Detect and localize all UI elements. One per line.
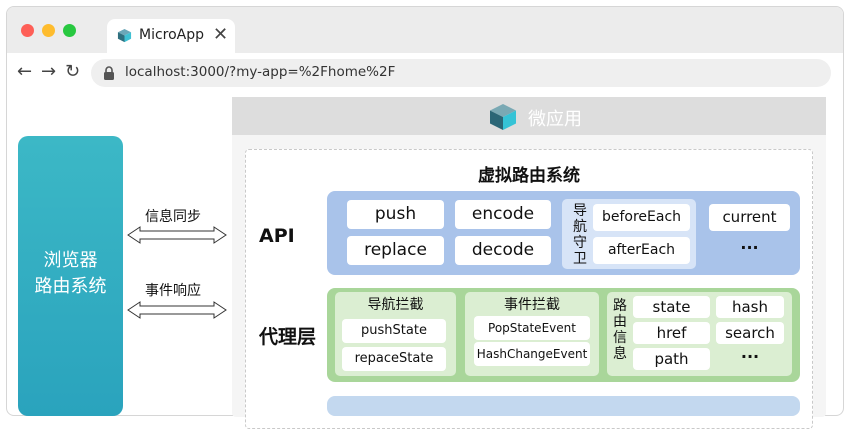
api-item-encode: encode: [455, 200, 551, 229]
micro-app-header: 微应用: [232, 97, 826, 135]
event-intercept-title: 事件拦截: [504, 297, 560, 313]
route-info-label: 路 由 信 息: [612, 298, 628, 362]
guard-after-each: afterEach: [593, 237, 690, 264]
proxy-label: 代理层: [259, 326, 317, 348]
lock-icon: [104, 66, 114, 80]
api-item-decode: decode: [455, 236, 551, 265]
route-href: href: [633, 322, 710, 344]
route-info-char: 息: [613, 346, 627, 362]
double-arrow-icon: [127, 226, 227, 244]
close-window-button[interactable]: [21, 24, 34, 37]
response-label: 事件响应: [145, 283, 201, 299]
tab-title: MicroApp: [139, 27, 205, 43]
double-arrow-icon: [127, 301, 227, 319]
route-hash: hash: [716, 296, 784, 318]
virtual-router-title: 虚拟路由系统: [478, 166, 580, 186]
route-info-char: 信: [613, 330, 627, 346]
hashchange-event-item: HashChangeEvent: [474, 342, 590, 366]
browser-router-line2: 路由系统: [34, 276, 107, 297]
tab-microapp[interactable]: MicroApp ✕: [107, 19, 235, 53]
nav-intercept-title: 导航拦截: [367, 297, 424, 313]
url-field[interactable]: localhost:3000/?my-app=%2Fhome%2F: [91, 59, 831, 87]
push-state-item: pushState: [342, 319, 446, 343]
guard-before-each: beforeEach: [593, 204, 690, 231]
browser-router-line1: 浏览器: [43, 250, 98, 271]
api-item-current: current: [709, 204, 790, 231]
api-label: API: [259, 225, 295, 247]
bottom-panel: [327, 396, 800, 416]
url-text: localhost:3000/?my-app=%2Fhome%2F: [125, 64, 396, 80]
api-item-push: push: [347, 200, 444, 229]
api-item-replace: replace: [347, 236, 444, 265]
maximize-window-button[interactable]: [63, 24, 76, 37]
route-state: state: [633, 296, 710, 318]
browser-router-title: 浏览器 路由系统: [18, 248, 123, 300]
route-path: path: [633, 348, 710, 370]
nav-guard-char: 航: [573, 219, 587, 235]
browser-router-box: 浏览器 路由系统: [18, 136, 123, 416]
nav-guard-char: 守: [573, 235, 587, 251]
cube-icon: [490, 104, 516, 130]
tab-bar: MicroApp ✕: [7, 7, 843, 53]
route-info-char: 路: [613, 298, 627, 314]
nav-guard-char: 卫: [573, 251, 587, 267]
forward-button[interactable]: →: [41, 61, 57, 82]
minimize-window-button[interactable]: [42, 24, 55, 37]
popstate-event-item: PopStateEvent: [474, 316, 590, 340]
route-more: ···: [740, 347, 760, 366]
cube-icon: [117, 28, 132, 43]
api-more: ···: [740, 238, 759, 257]
reload-button[interactable]: ↻: [65, 61, 81, 82]
nav-guard-label: 导 航 守 卫: [572, 203, 588, 267]
close-tab-icon[interactable]: ✕: [213, 24, 229, 45]
micro-app-title: 微应用: [528, 109, 582, 130]
address-bar: ← → ↻ localhost:3000/?my-app=%2Fhome%2F: [7, 53, 843, 95]
route-info-char: 由: [613, 314, 627, 330]
replace-state-item: repaceState: [342, 347, 446, 371]
nav-guard-char: 导: [573, 203, 587, 219]
route-search: search: [716, 322, 784, 344]
sync-label: 信息同步: [145, 209, 201, 225]
back-button[interactable]: ←: [17, 61, 33, 82]
